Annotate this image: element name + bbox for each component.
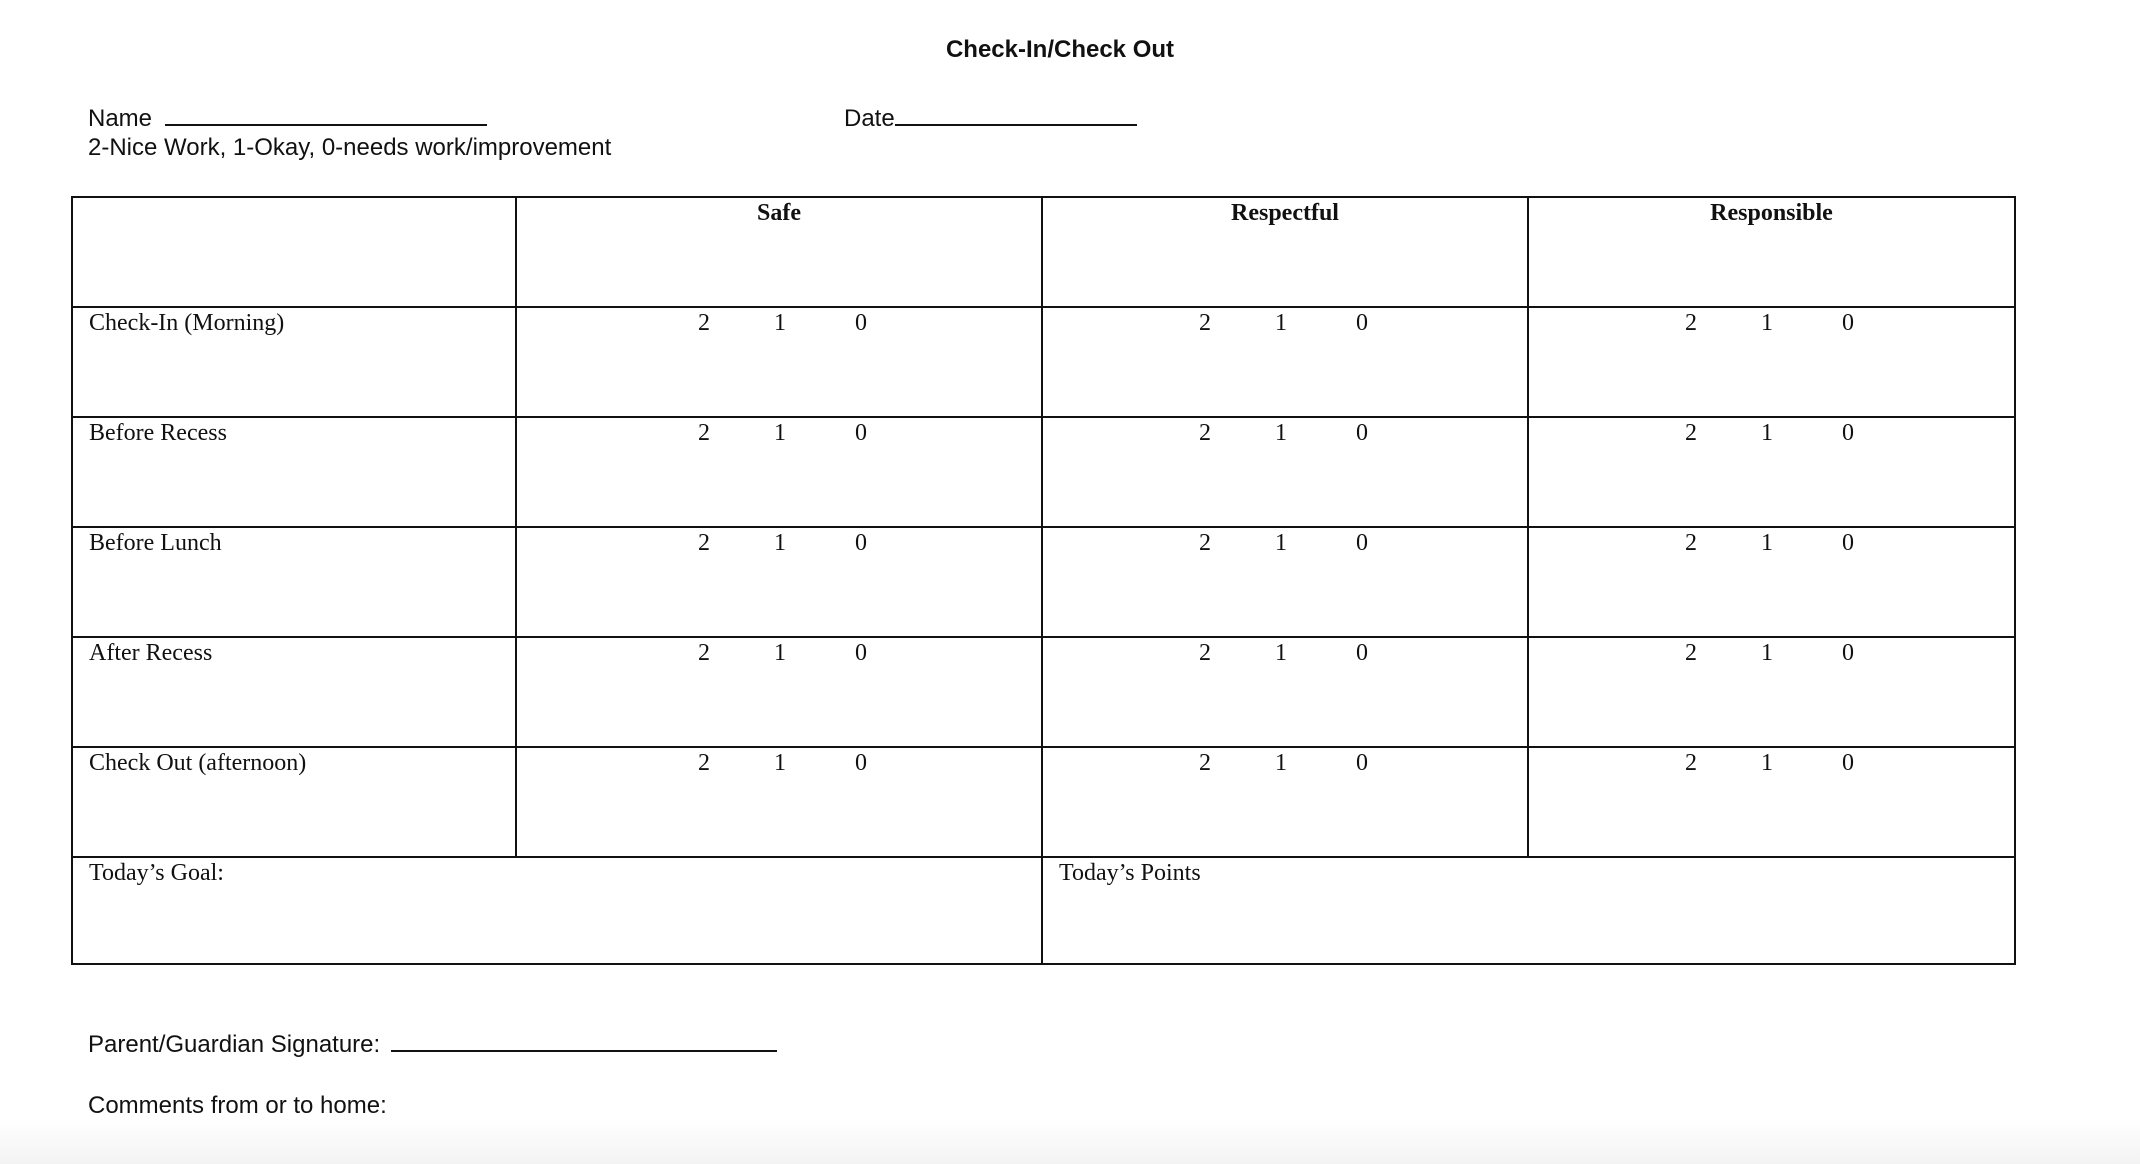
score-option[interactable]: 1 bbox=[774, 640, 786, 666]
date-blank-line[interactable] bbox=[894, 102, 1137, 126]
signature-label: Parent/Guardian Signature: bbox=[88, 1031, 381, 1058]
name-blank-line[interactable] bbox=[164, 102, 487, 126]
score-option[interactable]: 2 bbox=[1199, 530, 1211, 556]
score-option[interactable]: 1 bbox=[1761, 530, 1773, 556]
score-option[interactable]: 2 bbox=[1199, 310, 1211, 336]
table-row: Check Out (afternoon) 2 1 0 2 1 0 2 1 0 bbox=[71, 746, 2016, 858]
table-row: Check-In (Morning) 2 1 0 2 1 0 2 1 0 bbox=[71, 306, 2016, 418]
row-label: After Recess bbox=[71, 636, 517, 748]
score-cell-respectful[interactable]: 2 1 0 bbox=[1041, 526, 1529, 638]
score-cell-safe[interactable]: 2 1 0 bbox=[515, 746, 1043, 858]
score-cell-safe[interactable]: 2 1 0 bbox=[515, 636, 1043, 748]
score-cell-responsible[interactable]: 2 1 0 bbox=[1527, 416, 2016, 528]
score-option[interactable]: 0 bbox=[1842, 750, 1854, 776]
score-option[interactable]: 1 bbox=[1275, 640, 1287, 666]
table-header-row: Safe Respectful Responsible bbox=[71, 196, 2016, 308]
row-label: Before Lunch bbox=[71, 526, 517, 638]
score-option[interactable]: 0 bbox=[1842, 310, 1854, 336]
score-option[interactable]: 1 bbox=[1761, 750, 1773, 776]
table-row: Before Lunch 2 1 0 2 1 0 2 1 0 bbox=[71, 526, 2016, 638]
table-row: After Recess 2 1 0 2 1 0 2 1 0 bbox=[71, 636, 2016, 748]
score-option[interactable]: 1 bbox=[1275, 530, 1287, 556]
row-label: Before Recess bbox=[71, 416, 517, 528]
table-row: Before Recess 2 1 0 2 1 0 2 1 0 bbox=[71, 416, 2016, 528]
score-option[interactable]: 1 bbox=[1275, 750, 1287, 776]
column-header-respectful: Respectful bbox=[1041, 196, 1529, 308]
row-label: Check Out (afternoon) bbox=[71, 746, 517, 858]
score-cell-responsible[interactable]: 2 1 0 bbox=[1527, 636, 2016, 748]
page-edge-fade bbox=[0, 1118, 2140, 1164]
score-cell-respectful[interactable]: 2 1 0 bbox=[1041, 636, 1529, 748]
score-option[interactable]: 1 bbox=[774, 420, 786, 446]
comments-label: Comments from or to home: bbox=[88, 1092, 387, 1119]
todays-points-label: Today’s Points bbox=[1059, 860, 1201, 886]
score-option[interactable]: 0 bbox=[1356, 420, 1368, 446]
score-cell-respectful[interactable]: 2 1 0 bbox=[1041, 306, 1529, 418]
score-option[interactable]: 1 bbox=[1275, 420, 1287, 446]
header-empty-cell bbox=[71, 196, 517, 308]
score-option[interactable]: 2 bbox=[1199, 420, 1211, 446]
scale-note: 2-Nice Work, 1-Okay, 0-needs work/improv… bbox=[88, 134, 612, 161]
behavior-table: Safe Respectful Responsible Check-In (Mo… bbox=[71, 196, 2016, 965]
score-cell-responsible[interactable]: 2 1 0 bbox=[1527, 746, 2016, 858]
score-option[interactable]: 0 bbox=[1842, 640, 1854, 666]
name-label: Name bbox=[88, 105, 153, 132]
todays-goal-cell[interactable]: Today’s Goal: bbox=[71, 856, 1043, 965]
row-label: Check-In (Morning) bbox=[71, 306, 517, 418]
score-cell-responsible[interactable]: 2 1 0 bbox=[1527, 306, 2016, 418]
score-option[interactable]: 1 bbox=[774, 530, 786, 556]
todays-goal-label: Today’s Goal: bbox=[89, 860, 224, 886]
goal-points-row: Today’s Goal: Today’s Points bbox=[71, 856, 2016, 965]
score-option[interactable]: 0 bbox=[855, 420, 867, 446]
score-option[interactable]: 0 bbox=[1842, 530, 1854, 556]
score-option[interactable]: 1 bbox=[774, 310, 786, 336]
score-option[interactable]: 0 bbox=[1842, 420, 1854, 446]
score-option[interactable]: 0 bbox=[1356, 640, 1368, 666]
score-option[interactable]: 0 bbox=[1356, 530, 1368, 556]
date-label: Date bbox=[844, 105, 895, 132]
column-header-safe: Safe bbox=[515, 196, 1043, 308]
score-option[interactable]: 1 bbox=[1275, 310, 1287, 336]
score-option[interactable]: 2 bbox=[698, 640, 710, 666]
score-cell-safe[interactable]: 2 1 0 bbox=[515, 416, 1043, 528]
score-option[interactable]: 0 bbox=[855, 750, 867, 776]
score-option[interactable]: 2 bbox=[1685, 420, 1697, 446]
score-cell-safe[interactable]: 2 1 0 bbox=[515, 306, 1043, 418]
form-title: Check-In/Check Out bbox=[945, 36, 1175, 63]
score-cell-safe[interactable]: 2 1 0 bbox=[515, 526, 1043, 638]
column-header-responsible: Responsible bbox=[1527, 196, 2016, 308]
score-option[interactable]: 2 bbox=[1199, 640, 1211, 666]
date-field[interactable]: Date bbox=[844, 102, 1137, 133]
score-option[interactable]: 2 bbox=[698, 310, 710, 336]
score-cell-respectful[interactable]: 2 1 0 bbox=[1041, 746, 1529, 858]
score-option[interactable]: 0 bbox=[855, 530, 867, 556]
score-option[interactable]: 2 bbox=[1685, 750, 1697, 776]
score-option[interactable]: 2 bbox=[1685, 310, 1697, 336]
signature-blank-line[interactable] bbox=[390, 1028, 777, 1052]
score-option[interactable]: 0 bbox=[1356, 750, 1368, 776]
name-field[interactable]: Name bbox=[88, 102, 487, 133]
score-option[interactable]: 1 bbox=[1761, 310, 1773, 336]
score-option[interactable]: 2 bbox=[1685, 640, 1697, 666]
todays-points-cell[interactable]: Today’s Points bbox=[1041, 856, 2016, 965]
score-option[interactable]: 2 bbox=[1199, 750, 1211, 776]
score-option[interactable]: 2 bbox=[698, 750, 710, 776]
score-option[interactable]: 2 bbox=[698, 420, 710, 446]
score-option[interactable]: 0 bbox=[855, 310, 867, 336]
score-option[interactable]: 0 bbox=[1356, 310, 1368, 336]
score-option[interactable]: 1 bbox=[774, 750, 786, 776]
score-cell-respectful[interactable]: 2 1 0 bbox=[1041, 416, 1529, 528]
score-option[interactable]: 1 bbox=[1761, 640, 1773, 666]
signature-field[interactable]: Parent/Guardian Signature: bbox=[88, 1028, 777, 1059]
score-option[interactable]: 2 bbox=[1685, 530, 1697, 556]
score-option[interactable]: 1 bbox=[1761, 420, 1773, 446]
score-option[interactable]: 0 bbox=[855, 640, 867, 666]
score-cell-responsible[interactable]: 2 1 0 bbox=[1527, 526, 2016, 638]
score-option[interactable]: 2 bbox=[698, 530, 710, 556]
